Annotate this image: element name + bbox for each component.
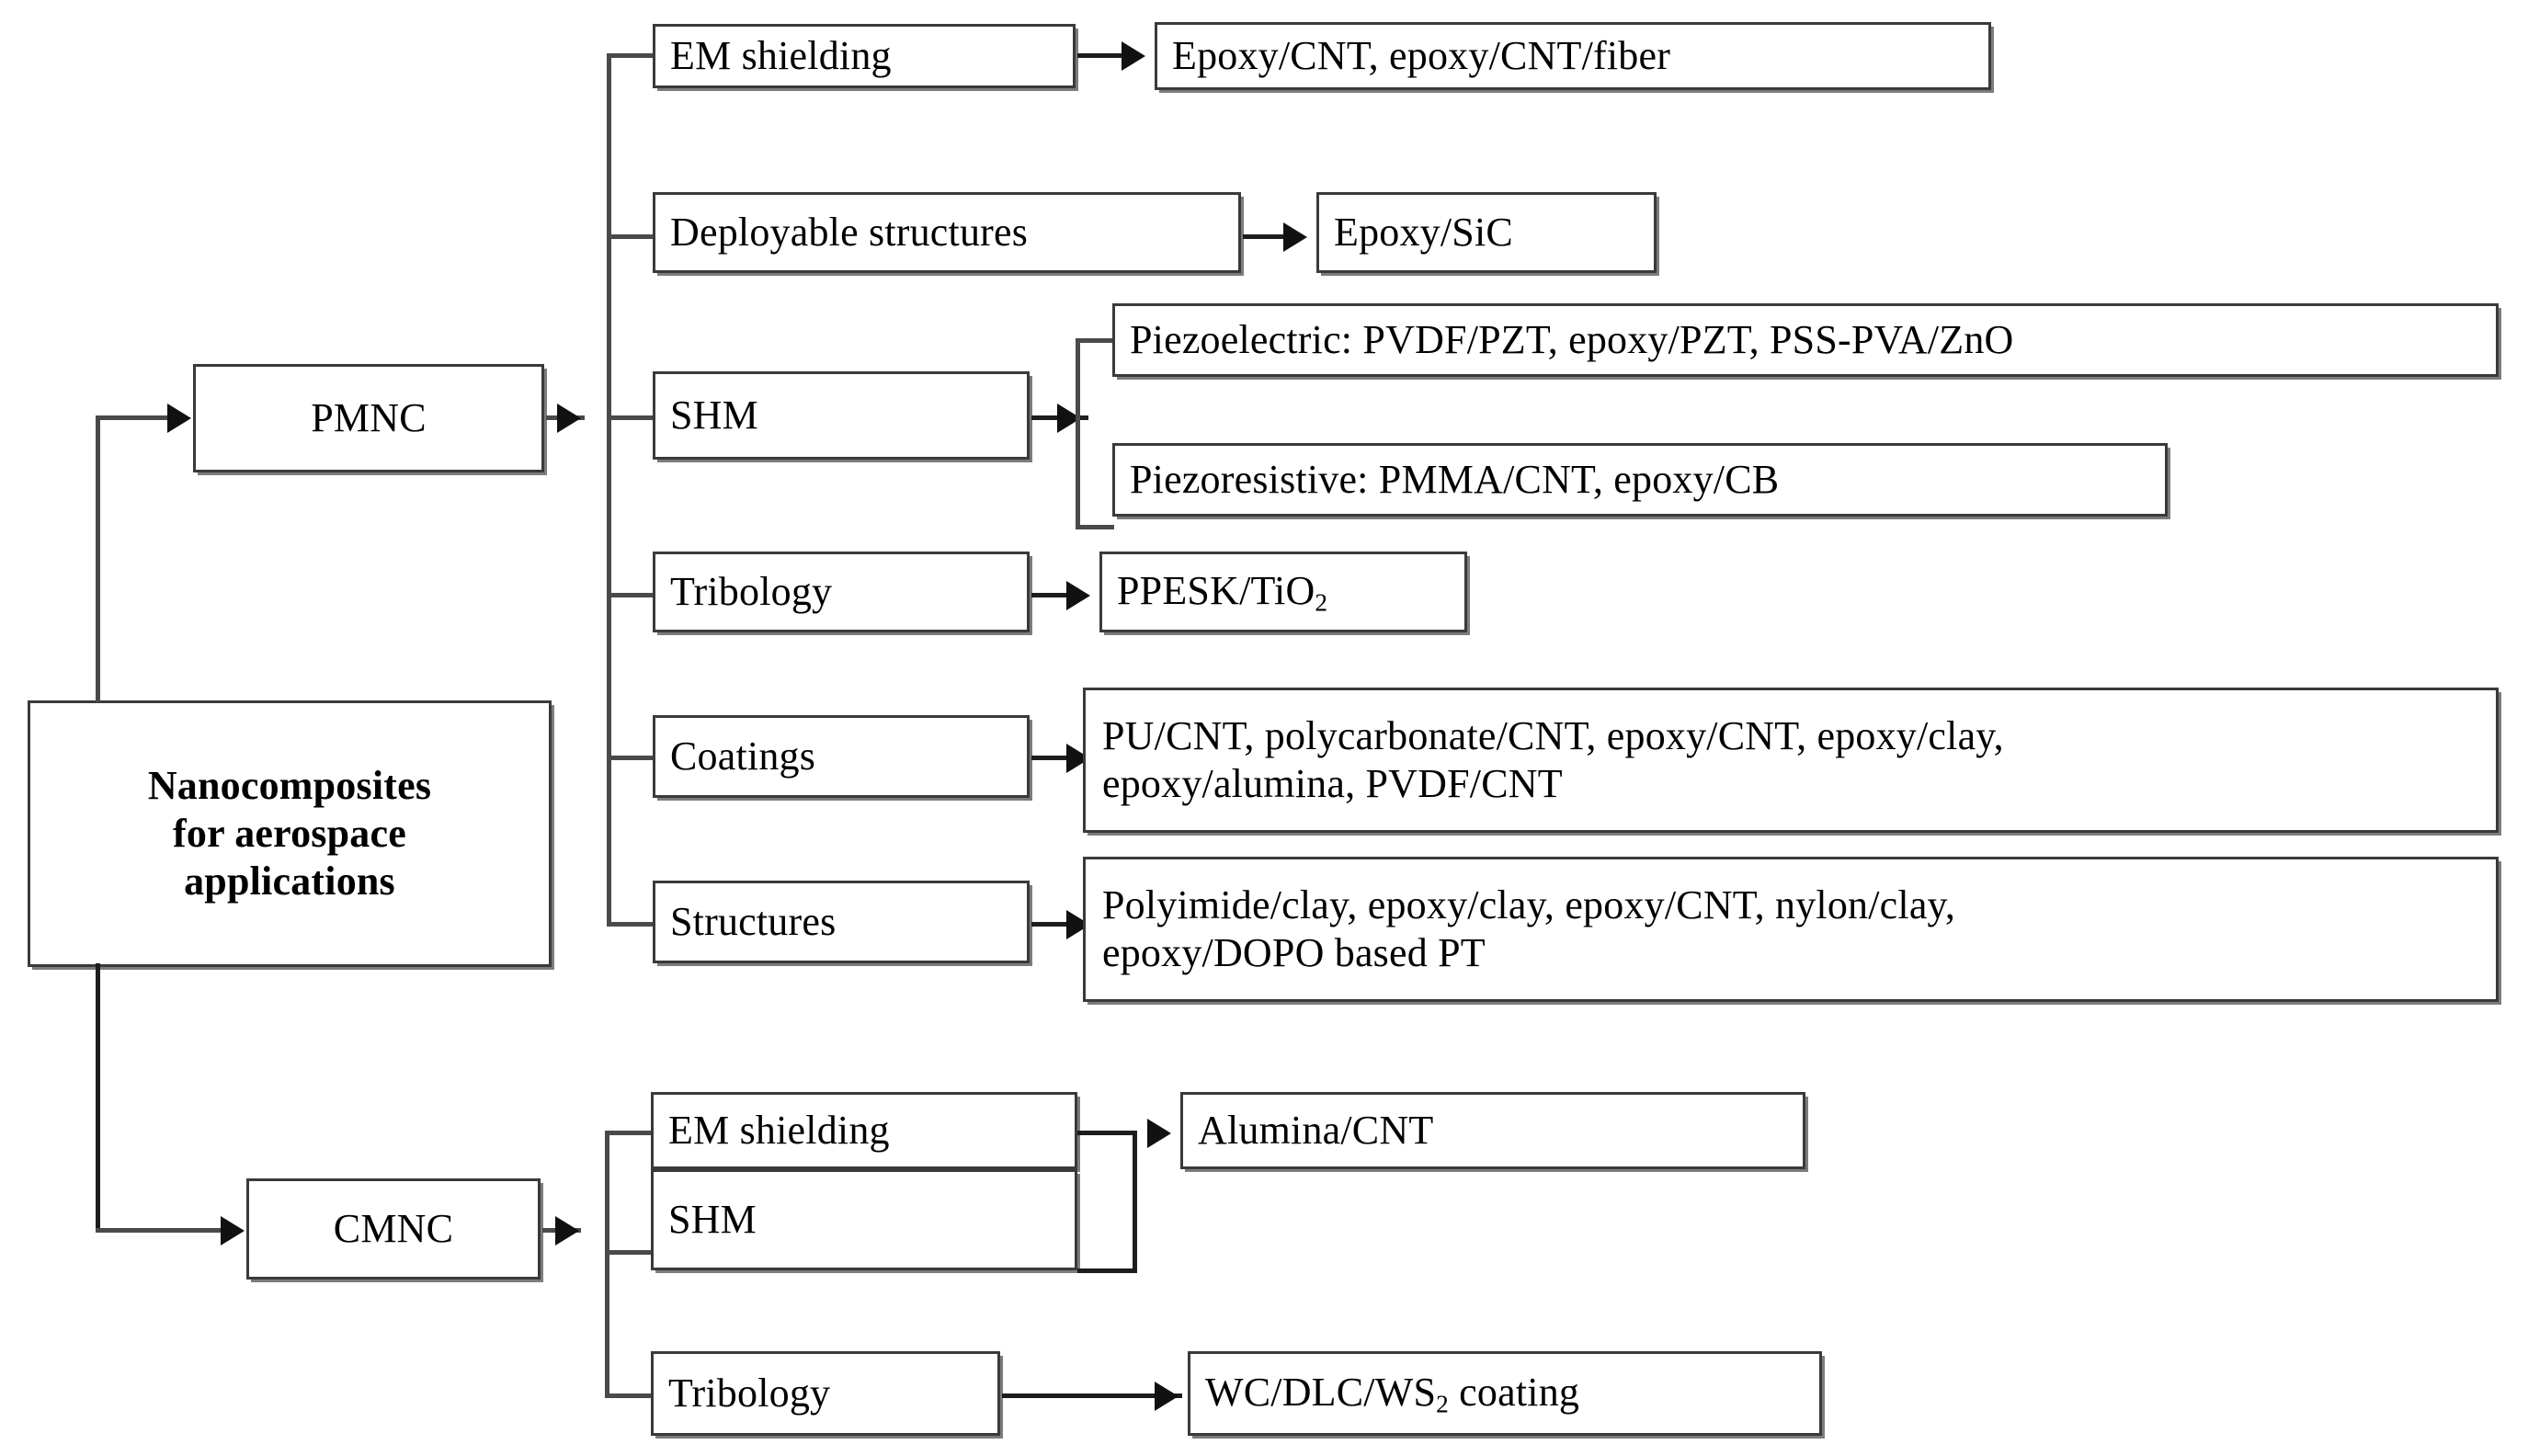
stub-pmnc-em-shielding (607, 53, 653, 58)
connector-pmnc-structures-to-material (1031, 922, 1085, 927)
stub-pmnc-coatings (607, 756, 653, 760)
ppesk-base-text: PPESK/TiO (1117, 567, 1315, 613)
connector-cmnc-em-merge (1077, 1131, 1136, 1135)
root-node-nanocomposites[interactable]: Nanocomposites for aerospace application… (28, 700, 552, 967)
app-node-pmnc-em-shielding[interactable]: EM shielding (653, 24, 1076, 88)
app-label-pmnc-deployable-structures: Deployable structures (670, 210, 1029, 256)
arrowhead-cmnc-to-alumina (1147, 1119, 1171, 1148)
arrowhead-root-to-cmnc (221, 1216, 245, 1246)
connector-root-to-cmnc-vertical (96, 963, 100, 1232)
connector-root-to-pmnc-vertical (96, 415, 100, 702)
app-label-cmnc-em-shielding: EM shielding (668, 1108, 890, 1154)
material-label-epoxy-sic: Epoxy/SiC (1334, 210, 1513, 256)
category-node-pmnc[interactable]: PMNC (193, 364, 544, 472)
app-node-pmnc-tribology[interactable]: Tribology (653, 552, 1030, 632)
connector-cmnc-tribology-to-material (1002, 1393, 1182, 1398)
material-node-coatings[interactable]: PU/CNT, polycarbonate/CNT, epoxy/CNT, ep… (1083, 688, 2499, 833)
arrowhead-root-to-pmnc (167, 404, 191, 433)
material-node-piezoresistive[interactable]: Piezoresistive: PMMA/CNT, epoxy/CB (1112, 443, 2168, 517)
shm-sub-spine (1076, 338, 1080, 529)
cmnc-branch-spine (605, 1131, 609, 1397)
app-node-pmnc-deployable-structures[interactable]: Deployable structures (653, 192, 1241, 273)
arrowhead-pmnc-out (557, 404, 581, 433)
stub-pmnc-deployable (607, 234, 653, 239)
coatings-material-line-2: epoxy/alumina, PVDF/CNT (1102, 761, 1563, 806)
app-node-pmnc-shm[interactable]: SHM (653, 371, 1030, 460)
pmnc-branch-spine (607, 53, 611, 925)
connector-cmnc-shm-merge (1077, 1268, 1136, 1273)
app-label-pmnc-tribology: Tribology (670, 569, 833, 615)
app-node-pmnc-structures[interactable]: Structures (653, 881, 1030, 963)
arrowhead-pmnc-em-to-material (1122, 41, 1145, 71)
material-label-epoxy-cnt-fiber: Epoxy/CNT, epoxy/CNT/fiber (1172, 33, 1671, 79)
root-line-1: Nanocomposites (147, 763, 432, 809)
stub-pmnc-structures (607, 922, 653, 927)
category-label-cmnc: CMNC (333, 1206, 454, 1252)
material-label-wc-dlc-ws2-coating: WC/DLC/WS2 coating (1190, 1369, 1819, 1419)
arrowhead-cmnc-out (555, 1216, 579, 1246)
coatings-material-line-1: PU/CNT, polycarbonate/CNT, epoxy/CNT, ep… (1102, 713, 2004, 759)
app-label-pmnc-coatings: Coatings (670, 734, 816, 779)
app-node-cmnc-shm[interactable]: SHM (651, 1169, 1077, 1270)
connector-pmnc-coatings-to-material (1031, 756, 1085, 760)
stub-pmnc-tribology (607, 593, 653, 597)
stub-cmnc-shm (605, 1250, 651, 1255)
material-node-epoxy-sic[interactable]: Epoxy/SiC (1316, 192, 1657, 273)
arrowhead-pmnc-tribology-to-material (1066, 581, 1090, 610)
app-node-cmnc-em-shielding[interactable]: EM shielding (651, 1092, 1077, 1169)
connector-pmnc-tribology-to-material (1031, 593, 1085, 597)
material-label-piezoresistive: Piezoresistive: PMMA/CNT, epoxy/CB (1130, 457, 1780, 503)
root-line-3: applications (184, 858, 395, 904)
app-label-cmnc-tribology: Tribology (668, 1371, 831, 1416)
material-label-ppesk-tio2: PPESK/TiO2 (1102, 567, 1464, 618)
app-label-cmnc-shm: SHM (668, 1197, 757, 1243)
app-node-cmnc-tribology[interactable]: Tribology (651, 1351, 1000, 1436)
ppesk-subscript: 2 (1315, 588, 1328, 617)
material-label-alumina-cnt: Alumina/CNT (1198, 1108, 1434, 1154)
material-node-structures[interactable]: Polyimide/clay, epoxy/clay, epoxy/CNT, n… (1083, 857, 2499, 1002)
root-node-label: Nanocomposites for aerospace application… (30, 762, 549, 905)
stub-pmnc-shm (607, 415, 653, 420)
app-label-pmnc-shm: SHM (670, 392, 758, 438)
material-label-piezoelectric: Piezoelectric: PVDF/PZT, epoxy/PZT, PSS-… (1130, 317, 2014, 363)
stub-shm-piezoelectric (1076, 338, 1114, 343)
app-label-pmnc-structures: Structures (670, 899, 837, 945)
connector-root-to-pmnc-horizontal (96, 415, 175, 420)
material-node-ppesk-tio2[interactable]: PPESK/TiO2 (1099, 552, 1467, 632)
material-node-wc-dlc-ws2-coating[interactable]: WC/DLC/WS2 coating (1188, 1351, 1822, 1436)
connector-pmnc-deployable-to-material (1243, 234, 1296, 239)
material-node-epoxy-cnt-fiber[interactable]: Epoxy/CNT, epoxy/CNT/fiber (1155, 22, 1991, 90)
wc-post-text: coating (1448, 1369, 1580, 1415)
structures-material-line-1: Polyimide/clay, epoxy/clay, epoxy/CNT, n… (1102, 882, 1956, 928)
material-node-alumina-cnt[interactable]: Alumina/CNT (1180, 1092, 1805, 1169)
category-node-cmnc[interactable]: CMNC (246, 1178, 541, 1280)
material-label-coatings: PU/CNT, polycarbonate/CNT, epoxy/CNT, ep… (1086, 712, 2496, 808)
arrowhead-pmnc-deployable-to-material (1283, 222, 1307, 252)
stub-shm-piezoresistive (1076, 525, 1114, 529)
connector-cmnc-merge-vertical (1133, 1131, 1137, 1273)
material-node-piezoelectric[interactable]: Piezoelectric: PVDF/PZT, epoxy/PZT, PSS-… (1112, 303, 2499, 377)
category-label-pmnc: PMNC (311, 395, 427, 441)
arrowhead-cmnc-tribology-to-material (1155, 1382, 1179, 1411)
connector-pmnc-em-to-material (1077, 53, 1134, 58)
material-label-structures: Polyimide/clay, epoxy/clay, epoxy/CNT, n… (1086, 882, 2496, 977)
structures-material-line-2: epoxy/DOPO based PT (1102, 930, 1486, 975)
app-node-pmnc-coatings[interactable]: Coatings (653, 715, 1030, 798)
wc-subscript: 2 (1436, 1390, 1449, 1418)
stub-cmnc-em-shielding (605, 1131, 651, 1135)
wc-base-text: WC/DLC/WS (1205, 1369, 1437, 1415)
connector-root-to-cmnc-horizontal (96, 1228, 228, 1233)
app-label-pmnc-em-shielding: EM shielding (670, 33, 892, 79)
stub-cmnc-tribology (605, 1393, 651, 1398)
root-line-2: for aerospace (173, 811, 406, 857)
